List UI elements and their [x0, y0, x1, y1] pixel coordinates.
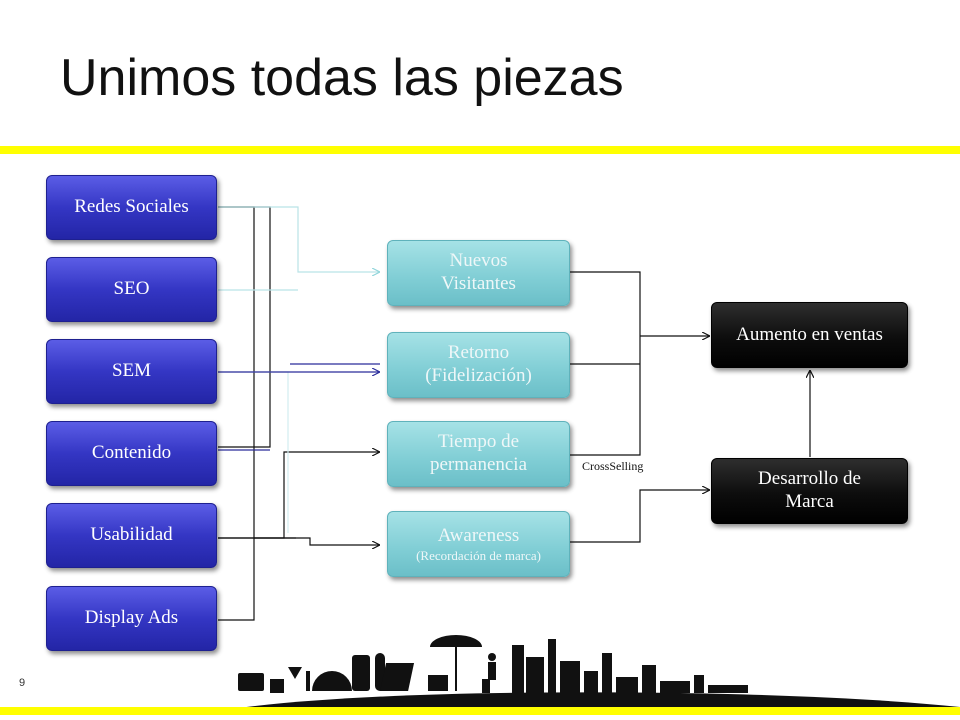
metric-tiempo-permanencia: Tiempo de permanencia [387, 421, 570, 487]
metric-retorno: Retorno(Fidelización) [387, 332, 570, 398]
source-contenido: Contenido [46, 421, 217, 486]
source-sem: SEM [46, 339, 217, 404]
page-number: 9 [19, 677, 26, 689]
slide-title: Unimos todas las piezas [60, 49, 624, 107]
source-seo: SEO [46, 257, 217, 322]
city-skyline-illustration [230, 635, 960, 710]
footer-band [0, 707, 960, 715]
title-underline [0, 146, 960, 154]
source-display-ads: Display Ads [46, 586, 217, 651]
metric-awareness: Awareness(Recordación de marca) [387, 511, 570, 577]
metric-nuevos-visitantes: Nuevos Visitantes [387, 240, 570, 306]
outcome-aumento-ventas: Aumento en ventas [711, 302, 908, 368]
source-redes-sociales: Redes Sociales [46, 175, 217, 240]
crossselling-label: CrossSelling [582, 459, 644, 473]
source-usabilidad: Usabilidad [46, 503, 217, 568]
outcome-desarrollo-marca: Desarrollo de Marca [711, 458, 908, 524]
